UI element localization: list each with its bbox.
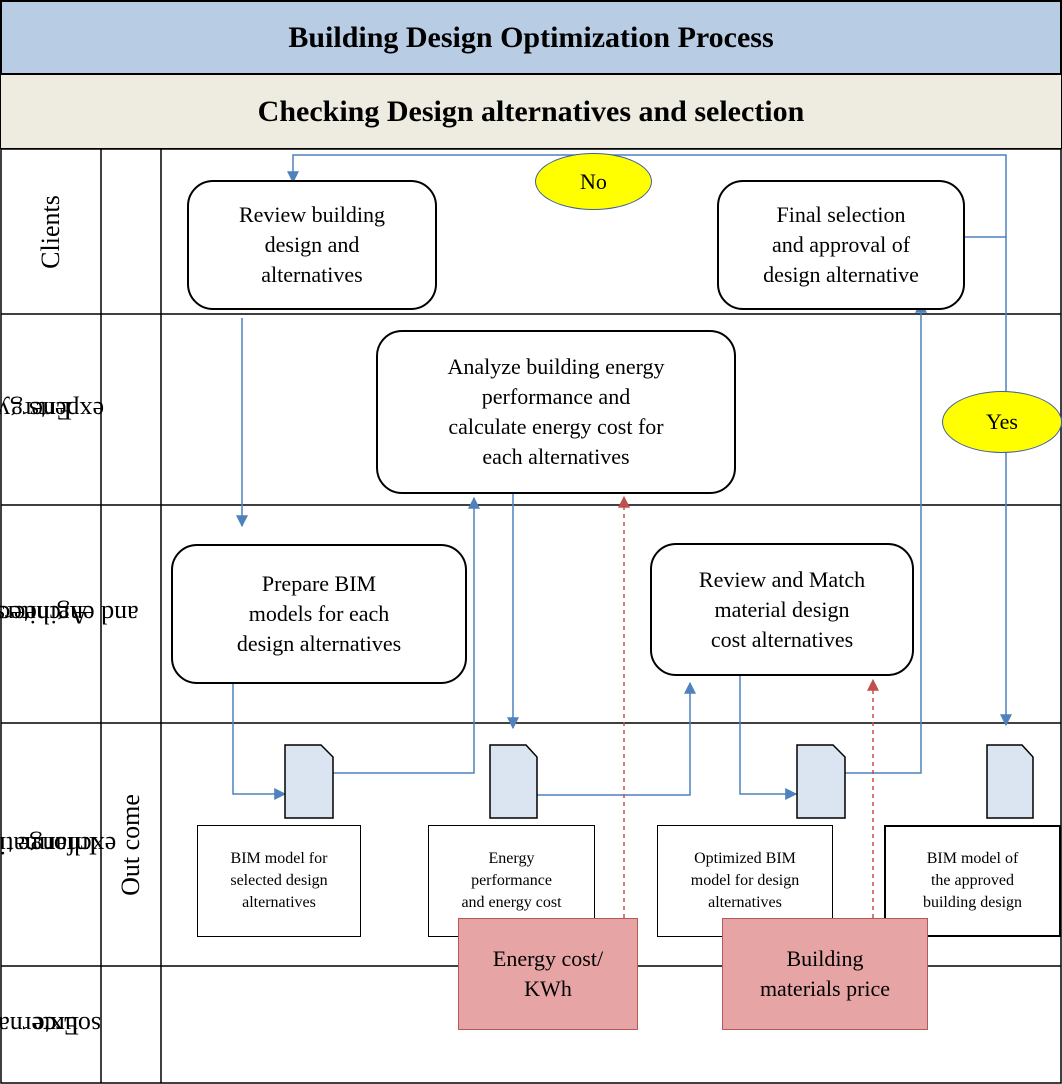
swimlane-frame [0, 148, 1062, 1084]
diagram-title: Building Design Optimization Process [0, 0, 1062, 75]
bim-model-document-icon [284, 744, 334, 819]
optimized-bim-document-icon [796, 744, 846, 819]
lane-architects-engineers: Architectsand engineers [0, 505, 139, 723]
arrow-optimized-doc-to-final [845, 300, 927, 774]
arrow-yes-approved [960, 236, 1012, 727]
lane-clients-label: Clients [35, 194, 65, 269]
lane-outcome-label: Out come [116, 793, 145, 896]
arrow-energy-doc-to-review-match [536, 681, 696, 796]
arrow-review-match-to-optimized-doc [739, 676, 798, 800]
lane-info-label: Informationexchange [0, 830, 117, 860]
energy-report-document-icon [489, 744, 538, 819]
external-energy-cost: Energy cost/KWh [458, 918, 638, 1030]
decision-no-oval: No [535, 153, 652, 210]
lane-external-label: Externalsource [0, 1010, 101, 1040]
decision-yes-oval: Yes [942, 391, 1062, 453]
approved-bim-document-icon [986, 744, 1034, 819]
lane-outcome: Out come [101, 723, 161, 966]
arrow-bim-doc-to-analyze [333, 496, 480, 774]
lane-architects-label: Architectsand engineers [0, 600, 139, 629]
lane-clients: Clients [1, 149, 101, 314]
lane-external-source: Externalsource [0, 966, 101, 1083]
arrow-prepare-to-bim-doc [232, 684, 287, 800]
lane-information-exchange: Informationexchange [0, 723, 117, 966]
diagram-subtitle: Checking Design alternatives and selecti… [0, 75, 1062, 149]
arrow-no-loop [287, 154, 1007, 237]
